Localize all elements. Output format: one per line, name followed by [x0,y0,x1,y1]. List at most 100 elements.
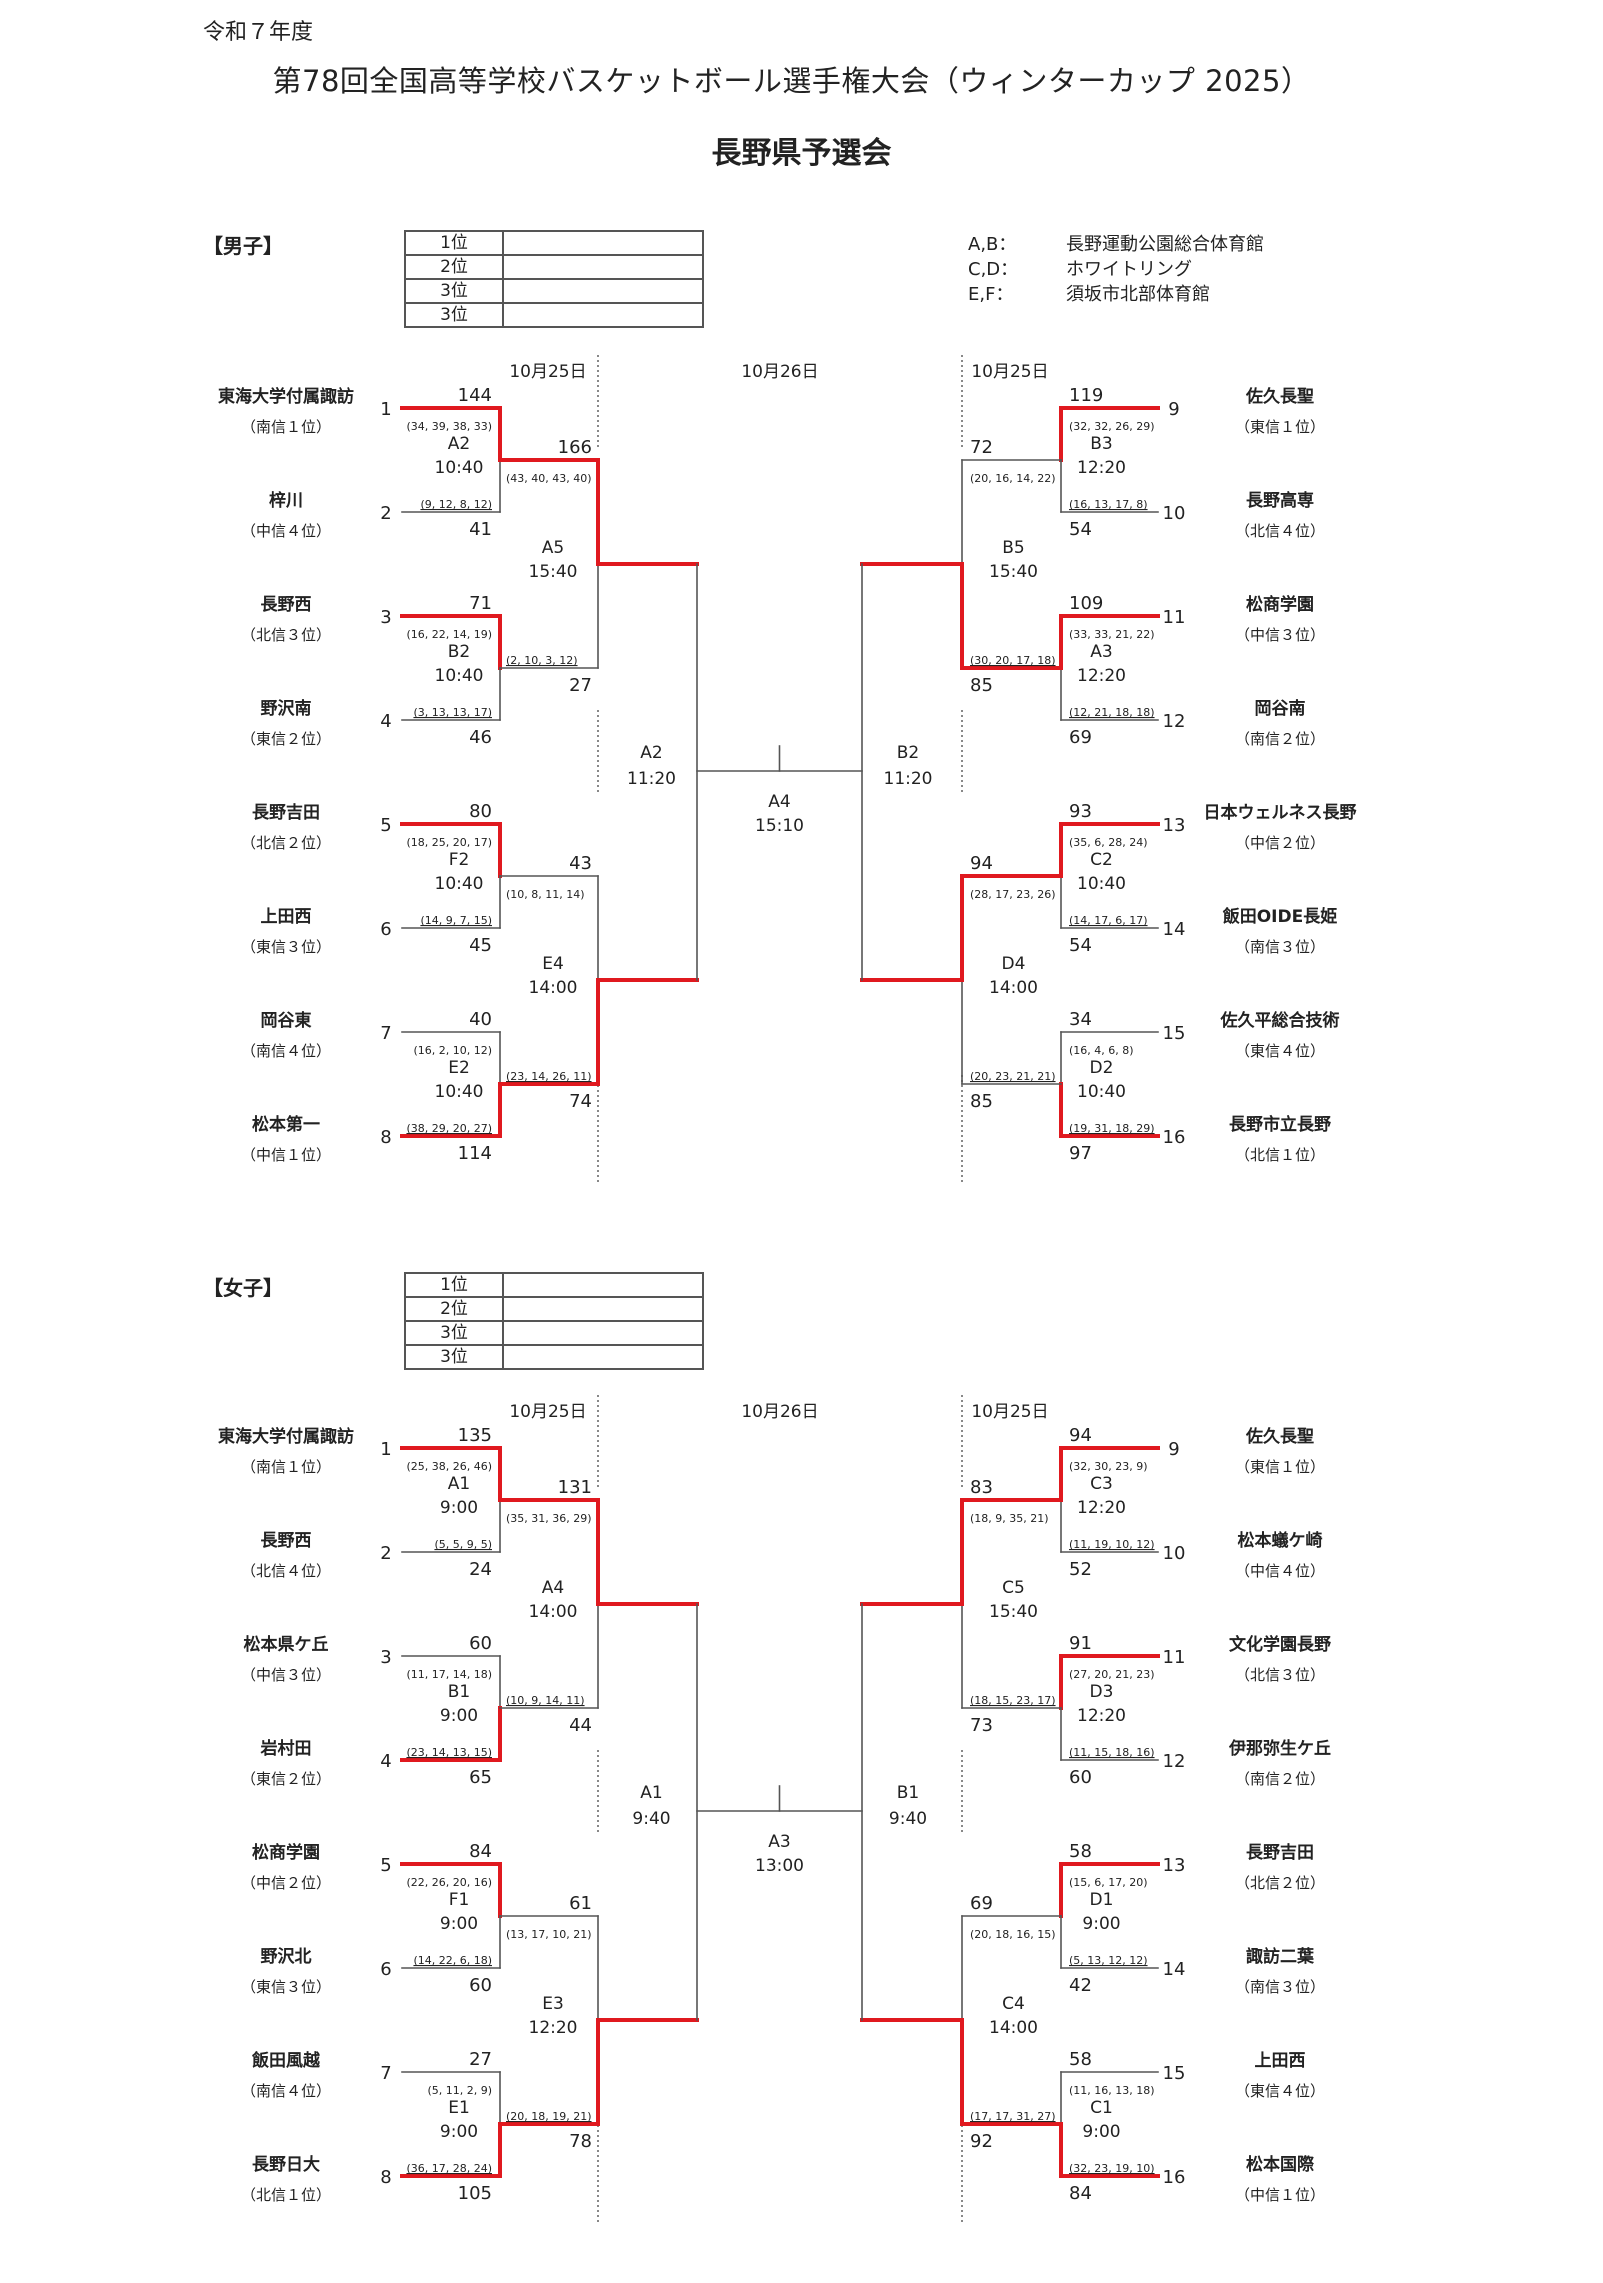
game-time: 9:00 [1082,1914,1120,1934]
game-time: 10:40 [435,874,484,894]
score: 60 [469,1975,492,1996]
rank-label: 2位 [404,254,504,280]
quarter-scores: (16, 13, 17, 8) [1069,498,1148,511]
quarter-scores: (12, 21, 18, 18) [1069,706,1155,719]
team-qualifier: （南信２位） [1235,730,1325,748]
seed-number: 15 [1163,1023,1186,1044]
quarter-scores: (5, 13, 12, 12) [1069,1954,1148,1967]
score: 42 [1069,1975,1092,1996]
seed-number: 14 [1163,1959,1186,1980]
quarter-scores: (11, 19, 10, 12) [1069,1538,1155,1551]
quarter-scores: (16, 22, 14, 19) [406,628,492,641]
team-name: 岩村田 [260,1738,312,1759]
quarter-scores: (15, 6, 17, 20) [1069,1876,1148,1889]
quarter-scores: (33, 33, 21, 22) [1069,628,1155,641]
rank-label: 3位 [404,302,504,328]
rank-team [502,278,704,304]
score: 71 [469,593,492,614]
seed-number: 5 [380,815,391,836]
game-time: 10:40 [435,1082,484,1102]
seed-number: 8 [380,2167,391,2188]
quarter-scores: (30, 20, 17, 18) [970,654,1056,667]
team-qualifier: （中信２位） [241,1874,331,1892]
score: 34 [1069,1009,1092,1030]
score: 45 [469,935,492,956]
rank-team [502,302,704,328]
game-code: A1 [448,1474,470,1494]
quarter-scores: (35, 6, 28, 24) [1069,836,1148,849]
team-name: 長野高専 [1246,490,1314,511]
score: 60 [1069,1767,1092,1788]
quarter-scores: (19, 31, 18, 29) [1069,1122,1155,1135]
quarter-scores: (20, 18, 19, 21) [506,2110,592,2123]
team-name: 長野西 [261,595,312,615]
quarter-scores: (23, 14, 26, 11) [506,1070,592,1083]
quarter-scores: (5, 11, 2, 9) [427,2084,492,2097]
team-qualifier: （東信２位） [241,730,331,748]
quarter-scores: (17, 17, 31, 27) [970,2110,1056,2123]
game-time: 9:00 [440,1498,478,1518]
score: 52 [1069,1559,1092,1580]
seed-number: 3 [380,1647,391,1668]
seed-number: 4 [380,711,391,732]
score: 85 [970,675,993,696]
quarter-scores: (18, 9, 35, 21) [970,1512,1049,1525]
rank-row: 3位 [404,1344,704,1370]
quarter-scores: (32, 32, 26, 29) [1069,420,1155,433]
rank-label: 2位 [404,1296,504,1322]
quarter-scores: (18, 25, 20, 17) [406,836,492,849]
team-name: 松商学園 [1246,594,1314,615]
team-name: 岡谷南 [1255,698,1306,719]
rank-row: 3位 [404,278,704,304]
quarter-scores: (16, 2, 10, 12) [413,1044,492,1057]
quarter-scores: (20, 23, 21, 21) [970,1070,1056,1083]
team-qualifier: （南信４位） [241,1042,331,1060]
rank-team [502,1272,704,1298]
score: 46 [469,727,492,748]
team-name: 飯田風越 [251,2050,321,2071]
team-name: 日本ウェルネス長野 [1204,802,1357,823]
game-code: E1 [448,2098,470,2118]
team-name: 佐久長聖 [1245,1426,1314,1447]
quarter-scores: (27, 20, 21, 23) [1069,1668,1155,1681]
team-qualifier: （南信２位） [1235,1770,1325,1788]
venue-name: 長野運動公園総合体育館 [1066,234,1264,255]
seed-number: 2 [380,1543,391,1564]
score: 80 [469,801,492,822]
team-name: 岡谷東 [261,1010,312,1031]
score: 54 [1069,935,1092,956]
quarter-scores: (38, 29, 20, 27) [406,1122,492,1135]
score: 74 [569,1091,592,1112]
seed-number: 8 [380,1127,391,1148]
game-code: B2 [897,743,919,763]
date-label-right: 10月25日 [971,362,1048,382]
rank-team [502,254,704,280]
team-qualifier: （東信１位） [1235,418,1325,436]
score: 166 [558,437,592,458]
venue-name: 須坂市北部体育館 [1066,284,1210,305]
quarter-scores: (22, 26, 20, 16) [406,1876,492,1889]
final-game-time: 13:00 [755,1856,804,1876]
game-time: 9:00 [440,2122,478,2142]
rank-row: 2位 [404,254,704,280]
team-name: 長野吉田 [252,803,320,823]
seed-number: 14 [1163,919,1186,940]
date-label-center: 10月26日 [741,1402,818,1422]
quarter-scores: (11, 16, 13, 18) [1069,2084,1155,2097]
score: 97 [1069,1143,1092,1164]
game-code: D2 [1090,1058,1114,1078]
game-time: 9:00 [440,1706,478,1726]
game-code: F1 [449,1890,470,1910]
game-code: D1 [1090,1890,1114,1910]
team-qualifier: （南信１位） [241,1458,331,1476]
seed-number: 11 [1163,607,1186,628]
quarter-scores: (23, 14, 13, 15) [406,1746,492,1759]
score: 24 [469,1559,492,1580]
game-code: C1 [1090,2098,1113,2118]
score: 60 [469,1633,492,1654]
seed-number: 12 [1163,711,1186,732]
team-qualifier: （南信３位） [1235,938,1325,956]
quarter-scores: (20, 16, 14, 22) [970,472,1056,485]
team-qualifier: （北信１位） [241,2186,331,2204]
